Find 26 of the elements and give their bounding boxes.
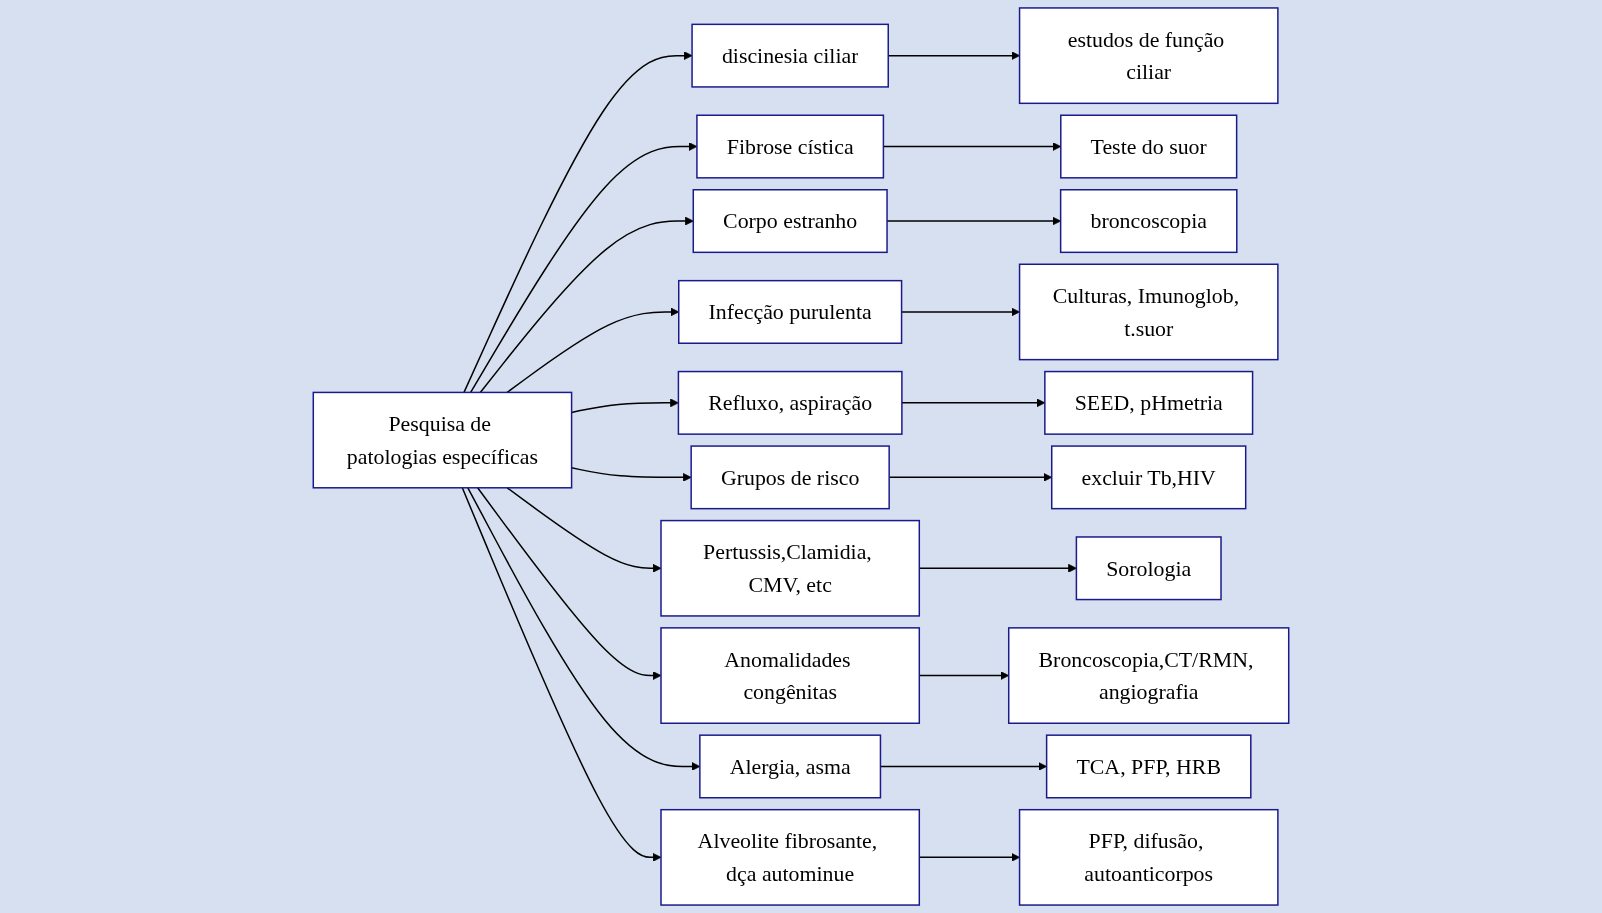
node-box: Corpo estranho bbox=[692, 189, 888, 254]
node-box: Grupos de risco bbox=[690, 445, 890, 510]
node-box: Culturas, Imunoglob, t.suor bbox=[1018, 263, 1279, 361]
node-box: estudos de função ciliar bbox=[1018, 7, 1279, 105]
arrow bbox=[506, 487, 662, 573]
node-box: Pertussis,Clamidia, CMV, etc bbox=[660, 519, 921, 617]
arrow bbox=[479, 216, 694, 394]
node-box: Sorologia bbox=[1075, 536, 1222, 601]
arrow bbox=[476, 487, 662, 680]
node-box: discinesia ciliar bbox=[691, 23, 889, 88]
arrow bbox=[461, 487, 662, 862]
node-box: Fibrose cística bbox=[696, 114, 885, 179]
node-box: PFP, difusão, autoanticorpos bbox=[1018, 808, 1279, 906]
node-box: Pesquisa de patologias específicas bbox=[312, 391, 573, 489]
node-box: Alveolite fibrosante, dça autominue bbox=[660, 808, 921, 906]
arrow bbox=[463, 51, 693, 394]
node-box: broncoscopia bbox=[1059, 189, 1238, 254]
node-box: Refluxo, aspiração bbox=[677, 370, 903, 435]
node-box: Teste do suor bbox=[1060, 114, 1238, 179]
node-box: Anomalidades congênitas bbox=[660, 627, 921, 724]
node-box: TCA, PFP, HRB bbox=[1045, 734, 1252, 799]
node-box: Broncoscopia,CT/RMN, angiografia bbox=[1007, 627, 1290, 724]
node-box: excluir Tb,HIV bbox=[1051, 445, 1247, 510]
node-box: Alergia, asma bbox=[699, 734, 882, 799]
node-box: SEED, pHmetria bbox=[1044, 370, 1254, 435]
node-box: Infecção purulenta bbox=[678, 279, 903, 344]
